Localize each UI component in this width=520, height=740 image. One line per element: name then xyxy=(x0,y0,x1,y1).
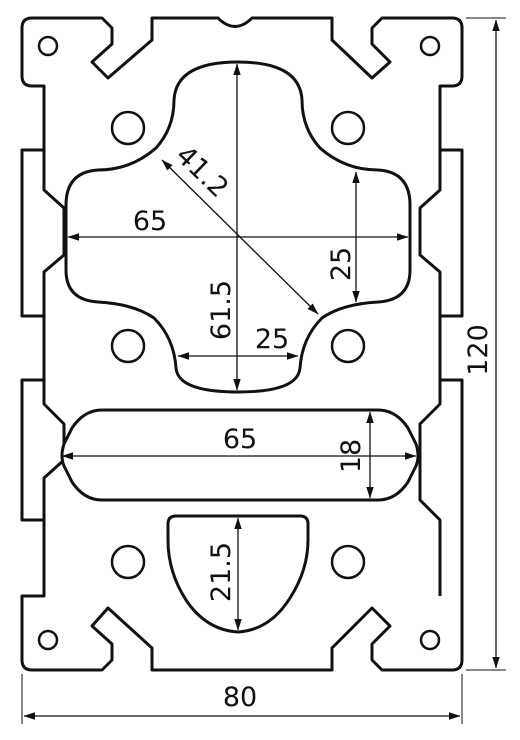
center-cavity-height-label: 61.5 xyxy=(206,280,237,340)
right-lower-slot xyxy=(418,380,442,596)
corner-hole-bottom-left xyxy=(37,629,59,651)
screw-hole-5 xyxy=(110,544,146,580)
corner-hole-top-right xyxy=(419,35,441,57)
center-cavity-diagonal-dimension xyxy=(161,159,319,315)
middle-slot-height-label: 18 xyxy=(336,439,367,473)
center-lobe-height-label: 25 xyxy=(326,247,357,281)
overall-height-label: 120 xyxy=(463,324,494,376)
lower-cavity-height-label: 21.5 xyxy=(206,542,237,602)
overall-width-label: 80 xyxy=(223,682,257,713)
right-upper-slot xyxy=(418,150,442,316)
center-lobe-width-label: 25 xyxy=(255,324,289,355)
screw-hole-1 xyxy=(110,110,146,146)
screw-hole-6 xyxy=(330,544,366,580)
corner-hole-bottom-right xyxy=(419,629,441,651)
left-upper-slot xyxy=(42,150,66,316)
middle-slot-width-label: 65 xyxy=(223,424,257,455)
screw-hole-3 xyxy=(110,328,146,364)
corner-hole-top-left xyxy=(37,35,59,57)
center-cavity-width-label: 65 xyxy=(133,206,167,237)
screw-hole-2 xyxy=(330,110,366,146)
screw-hole-4 xyxy=(330,328,366,364)
